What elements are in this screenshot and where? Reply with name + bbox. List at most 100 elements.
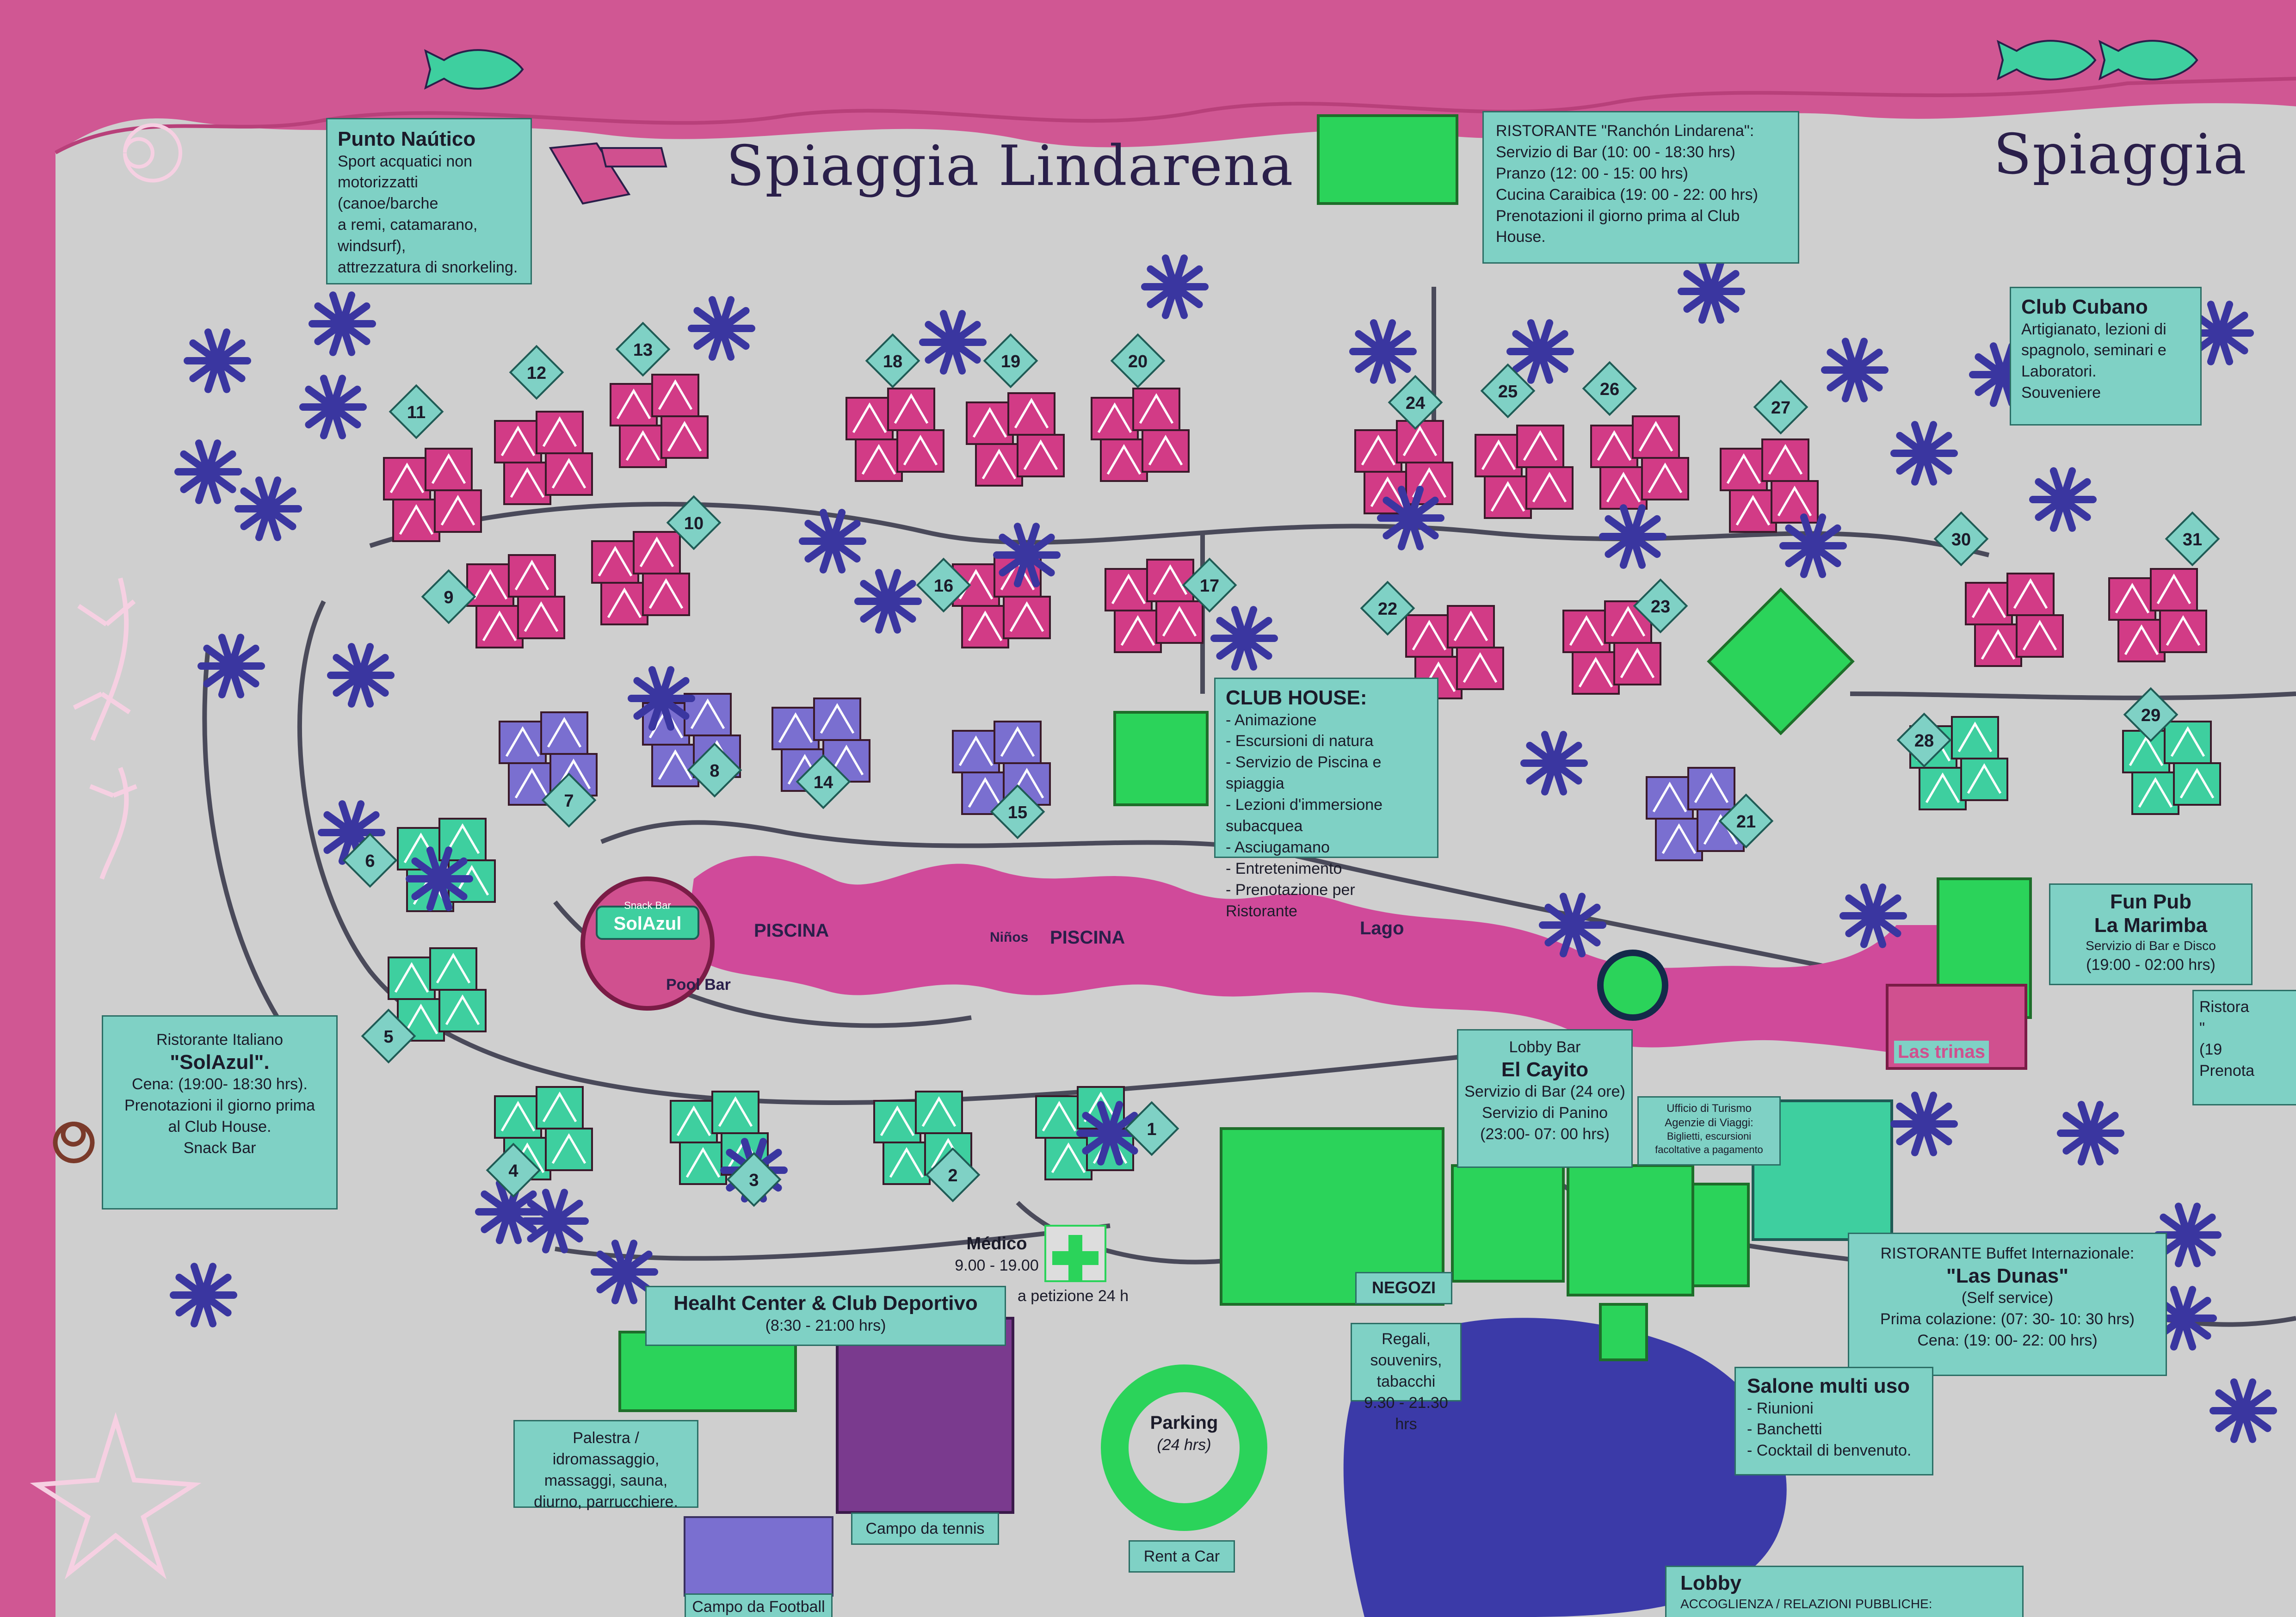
palm-tree-icon: [184, 328, 251, 393]
villa-number: 2: [948, 1166, 957, 1185]
football-text: Campo da Football: [692, 1598, 825, 1616]
villa-number-marker: 6: [342, 833, 398, 888]
club-house-line: - Prenotazione per Ristorante: [1226, 881, 1355, 920]
villa-number-marker: 13: [615, 321, 671, 377]
punto-nautico-line: a remi, catamarano,: [338, 216, 478, 234]
villa-number: 20: [1128, 352, 1148, 371]
palm-tree-icon: [1141, 254, 1209, 319]
parking-title: Parking: [1150, 1413, 1218, 1433]
villa-cluster: [1105, 559, 1204, 653]
club-house-line: - Asciugamano: [1226, 838, 1330, 856]
medico-label: Médico 9.00 - 19.00: [953, 1233, 1041, 1276]
health-center-label: Healht Center & Club Deportivo (8:30 - 2…: [645, 1286, 1006, 1346]
ranchon-line: Pranzo (12: 00 - 15: 00 hrs): [1496, 164, 1688, 182]
palm-tree-icon: [1539, 893, 1606, 957]
villa-number-marker: 12: [509, 345, 564, 400]
solazul-line: Cena: (19:00- 18:30 hrs).: [132, 1075, 308, 1093]
palm-tree-icon: [1076, 1101, 1144, 1166]
parking-hours: (24 hrs): [1157, 1436, 1211, 1454]
palm-tree-icon: [170, 1263, 237, 1327]
villa-number: 9: [444, 588, 453, 607]
club-cubano-building: [1707, 587, 1855, 735]
salone-title: Salone multi uso: [1747, 1375, 1910, 1397]
right-edge-line: (19: [2199, 1040, 2222, 1058]
club-house-line: - Servizio de Piscina e spiaggia: [1226, 753, 1382, 793]
lobby-title: Lobby: [1680, 1572, 1741, 1594]
villa-number-marker: 17: [1182, 557, 1237, 613]
starfish-icon: [30, 1412, 202, 1580]
negozi-line: 9.30 - 21.30 hrs: [1364, 1394, 1448, 1433]
villa-number-marker: 31: [2165, 511, 2220, 567]
ninos-label: Niños: [990, 930, 1029, 945]
villa-cluster: [846, 388, 944, 482]
salone-line: - Riunioni: [1747, 1399, 1814, 1417]
villa-cluster: [1475, 425, 1574, 519]
villa-number-marker: 27: [1753, 379, 1808, 435]
palm-tree-icon: [799, 509, 866, 574]
palm-tree-icon: [919, 310, 987, 375]
villa-number: 15: [1008, 803, 1027, 822]
palestra-line: massaggi, sauna,: [544, 1471, 668, 1489]
villa-cluster: [1720, 438, 1819, 533]
football-label: Campo da Football: [685, 1593, 833, 1617]
villa-number-marker: 20: [1110, 333, 1166, 389]
palm-tree-icon: [2057, 1101, 2124, 1166]
palm-tree-icon: [198, 634, 265, 698]
piscina-label-1: PISCINA: [754, 920, 829, 941]
villa-number-marker: 4: [486, 1142, 541, 1198]
piscina-label-2: PISCINA: [1050, 927, 1125, 948]
title-spiaggia-right: Spiaggia: [1994, 123, 2247, 187]
villa-cluster: [466, 554, 565, 648]
ufficio-line: Agenzie di Viaggi:: [1665, 1117, 1753, 1129]
right-edge-label: Ristora " (19 Prenota: [2192, 990, 2296, 1105]
villa-number: 28: [1914, 731, 1934, 751]
villa-number-marker: 28: [1896, 712, 1952, 768]
villa-number: 21: [1736, 812, 1756, 832]
villa-number: 22: [1378, 599, 1397, 619]
palm-tree-icon: [628, 666, 695, 731]
medico-hours: 9.00 - 19.00: [955, 1257, 1039, 1275]
palm-tree-icon: [1821, 338, 1889, 402]
villa-number: 4: [508, 1161, 518, 1181]
palm-tree-icon: [406, 846, 473, 911]
palm-tree-icon: [2210, 1378, 2277, 1443]
salone-line: - Cocktail di benvenuto.: [1747, 1442, 1912, 1460]
villa-number-marker: 26: [1582, 361, 1637, 416]
lizard-icon: [73, 577, 137, 880]
fun-pub-title: La Marimba: [2094, 913, 2208, 937]
palm-tree-icon: [174, 439, 242, 504]
las-dunas-line: Cena: (19: 00- 22: 00 hrs): [1917, 1332, 2098, 1350]
club-house-title: CLUB HOUSE:: [1226, 686, 1367, 709]
tennis-label: Campo da tennis: [851, 1512, 999, 1545]
villa-number-marker: 10: [666, 495, 722, 550]
villa-number: 26: [1600, 380, 1619, 399]
punto-nautico-line: motorizzatti (canoe/barche: [338, 173, 438, 213]
snack-bar-solazul: SolAzul Snack Bar: [580, 876, 715, 1011]
villa-number: 25: [1498, 382, 1518, 401]
villa-cluster: [873, 1091, 972, 1185]
palm-tree-icon: [1890, 421, 1958, 486]
ranchon-line: Servizio di Bar (10: 00 - 18:30 hrs): [1496, 143, 1735, 161]
rent-a-car-text: Rent a Car: [1143, 1548, 1220, 1565]
villa-number: 3: [749, 1171, 759, 1190]
negozi-title: NEGOZI: [1371, 1278, 1436, 1297]
solazul-line: al Club House.: [168, 1118, 272, 1136]
ranchon-hut: [1317, 114, 1458, 205]
palm-tree-icon: [299, 375, 367, 439]
fish-icon: [424, 40, 2198, 90]
villa-number-marker: 16: [916, 557, 971, 613]
villa-number-marker: 7: [541, 772, 597, 828]
ufficio-line: facoltative a pagamento: [1655, 1143, 1763, 1155]
villa-number: 30: [1951, 530, 1971, 549]
villa-number-marker: 15: [990, 784, 1045, 839]
club-house-line: - Entretenimento: [1226, 859, 1342, 877]
fun-pub-line: (19:00 - 02:00 hrs): [2086, 956, 2216, 974]
villa-number-marker: 29: [2123, 687, 2179, 742]
fun-pub-label: Fun Pub La Marimba Servizio di Bar e Dis…: [2049, 883, 2253, 985]
palm-tree-icon: [854, 569, 922, 634]
villa-cluster: [1354, 420, 1453, 514]
punto-nautico-line: windsurf),: [338, 237, 406, 255]
punto-nautico-line: attrezzatura di snorkeling.: [338, 259, 518, 277]
ranchon-line: Prenotazioni il giorno prima al Club Hou…: [1496, 207, 1740, 246]
